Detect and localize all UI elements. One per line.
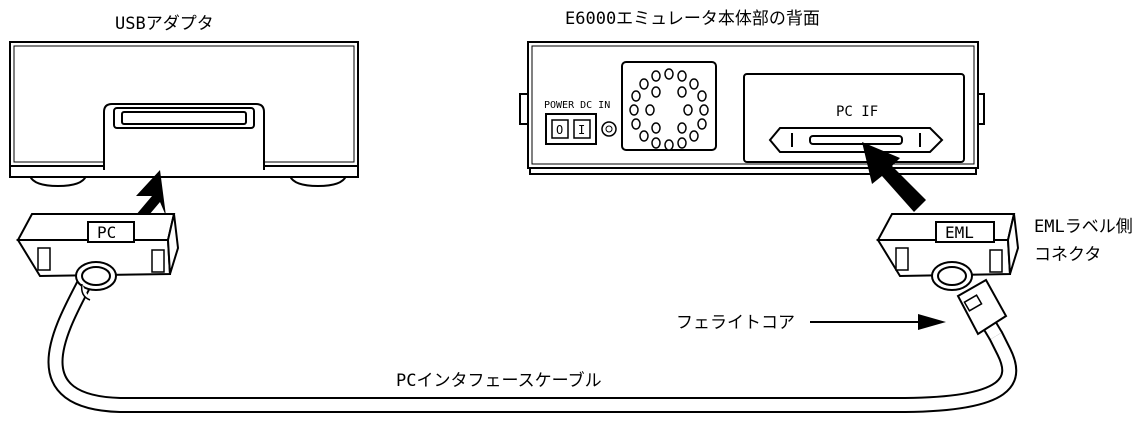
eml-connector-label-line1: EMLラベル側	[1034, 217, 1133, 237]
pc-cable-label: PCインタフェースケーブル	[396, 370, 602, 391]
fan-grill	[629, 68, 709, 151]
ferrite-core	[956, 278, 1008, 336]
pc-plug-label: PC	[97, 223, 116, 242]
eml-plug	[876, 213, 1020, 291]
usb-adapter	[9, 41, 359, 188]
usb-adapter-foot-right	[288, 175, 348, 188]
power-dc-in-label: POWER DC IN	[544, 100, 610, 111]
arrow-to-pc-if	[862, 142, 926, 212]
usb-adapter-foot-left	[28, 175, 88, 188]
ferrite-core-pointer	[810, 314, 946, 330]
emulator-body	[519, 41, 985, 175]
usb-adapter-label: USBアダプタ	[115, 14, 214, 34]
eml-connector-label-line2: コネクタ	[1034, 245, 1101, 265]
emulator-back-label: E6000エミュレータ本体部の背面	[565, 9, 820, 29]
switch-off-mark: O	[556, 123, 563, 137]
pc-if-label: PC IF	[836, 104, 878, 120]
ferrite-core-label: フェライトコア	[676, 313, 795, 333]
eml-plug-label: EML	[945, 223, 974, 242]
pc-plug	[16, 213, 180, 301]
switch-on-mark: I	[578, 123, 585, 137]
